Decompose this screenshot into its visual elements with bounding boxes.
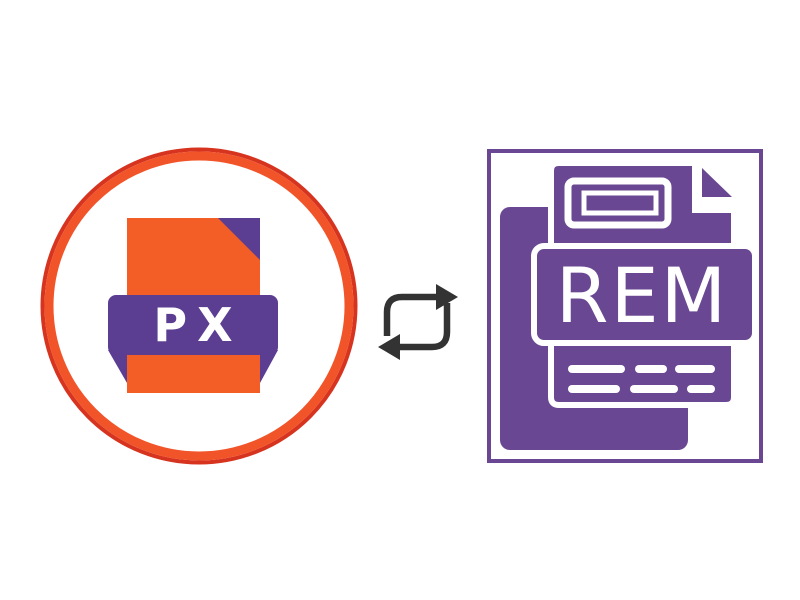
- convert-arrow-bottom: [398, 303, 451, 351]
- text-line-dash: [687, 385, 715, 393]
- px-file-fold-icon: [218, 218, 260, 260]
- text-line-dash: [568, 365, 625, 373]
- px-banner: [108, 295, 278, 355]
- rem-fold-icon: [702, 168, 732, 197]
- rem-file-icon: REM: [487, 149, 763, 463]
- convert-arrows-icon: [378, 284, 458, 360]
- px-label: PX: [153, 298, 242, 352]
- rem-label: REM: [556, 251, 728, 340]
- rem-header-label-inner: [581, 190, 659, 216]
- px-ring-outer-icon: [40, 147, 358, 465]
- text-line-dash: [675, 365, 715, 373]
- convert-arrow-top: [383, 293, 438, 336]
- rem-text-lines: [568, 365, 715, 393]
- convert-arrowhead-left-icon: [378, 334, 400, 360]
- rem-header-label-outer: [564, 177, 672, 229]
- px-banner-tail-right: [260, 350, 278, 383]
- px-banner-tail-left: [108, 350, 127, 383]
- text-line-dash: [630, 385, 678, 393]
- text-line-dash: [635, 365, 667, 373]
- convert-arrowhead-right-icon: [436, 284, 458, 310]
- px-file-icon: PX: [40, 147, 358, 465]
- rem-banner: [531, 243, 758, 346]
- text-line-dash: [568, 385, 620, 393]
